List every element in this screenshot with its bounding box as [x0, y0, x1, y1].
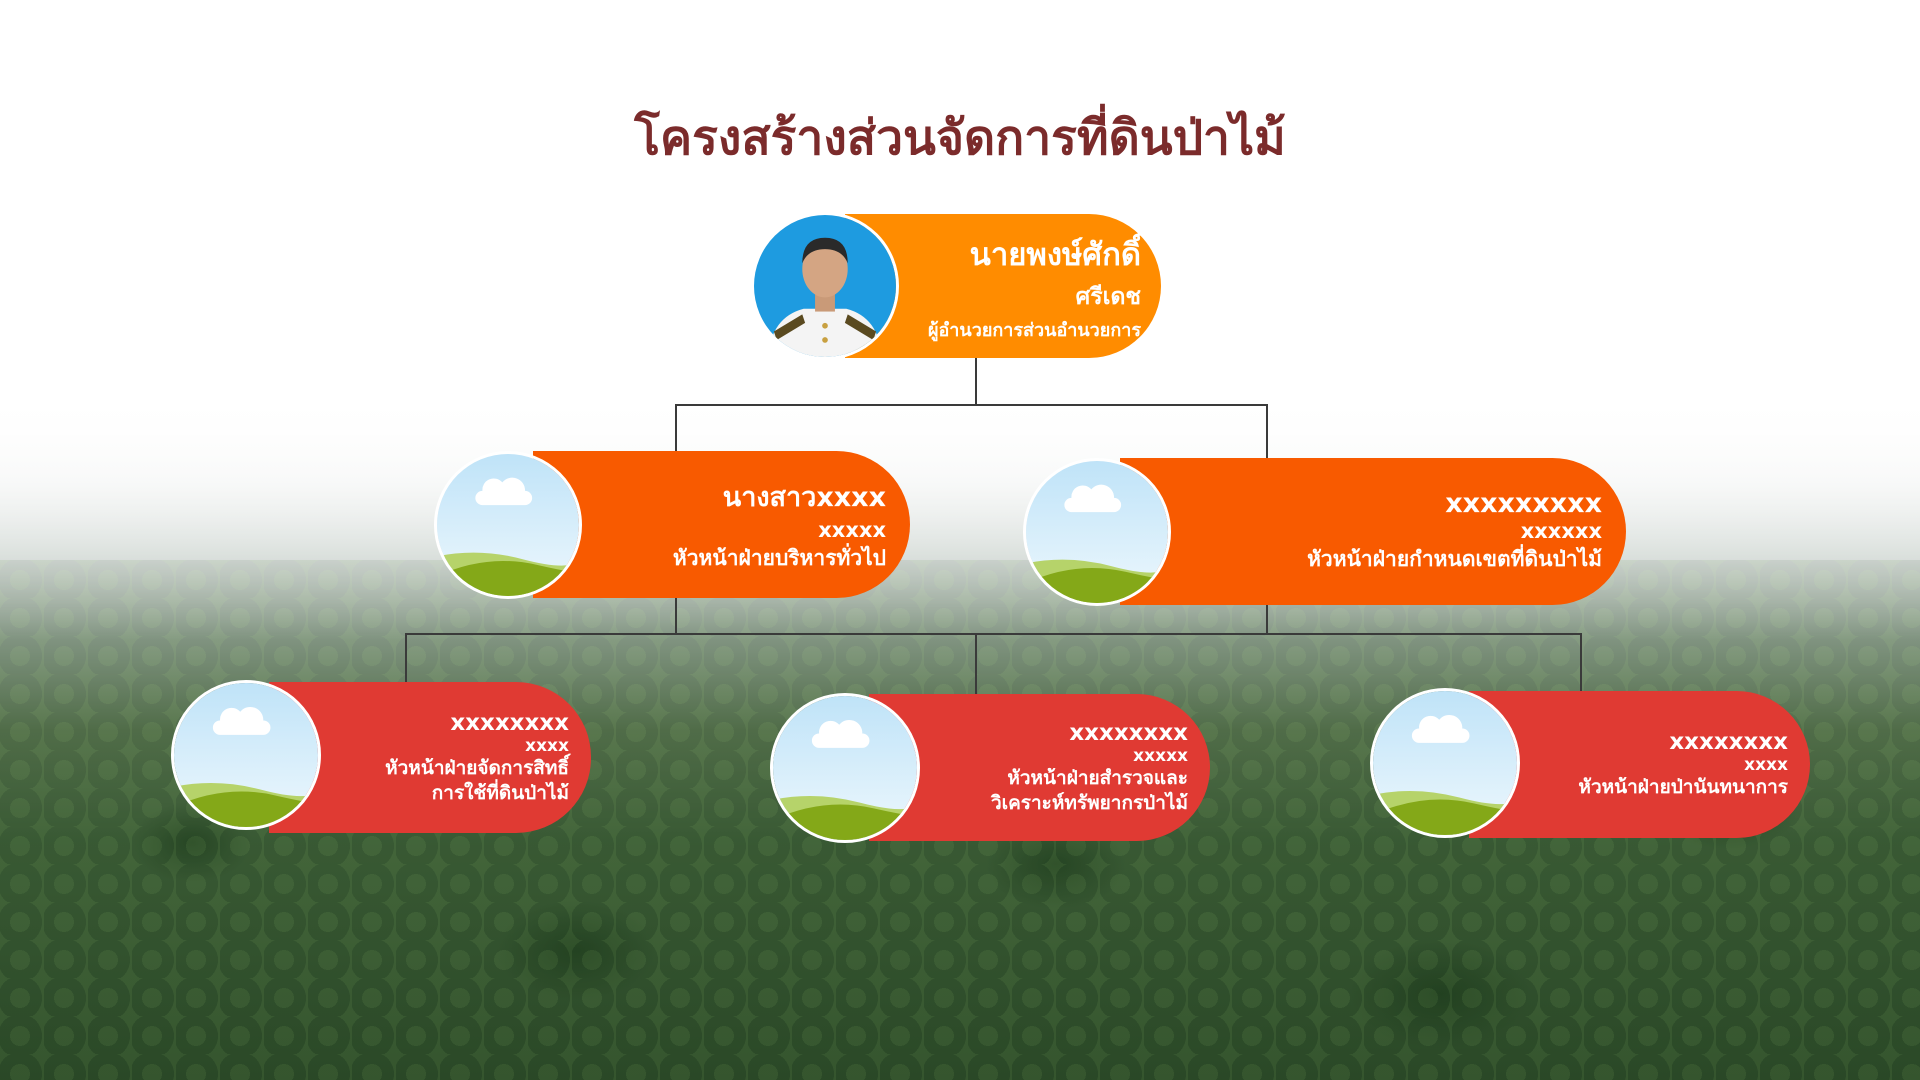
- node-name: นายพงษ์ศักดิ์: [969, 236, 1141, 273]
- connector-line: [1266, 404, 1268, 459]
- node-card: นายพงษ์ศักดิ์ศรีเดชผู้อำนวยการส่วนอำนวยก…: [845, 214, 1161, 358]
- node-surname: xxxxxx: [1520, 518, 1602, 543]
- fog-overlay: [0, 380, 1920, 640]
- connector-line: [975, 358, 977, 405]
- node-position: หัวหน้าฝ่ายจัดการสิทธิ์ การใช้ที่ดินป่าไ…: [385, 756, 569, 804]
- node-surname: xxxx: [1744, 755, 1788, 776]
- avatar-photo: [751, 212, 899, 360]
- connector-line: [405, 633, 1582, 635]
- node-name: xxxxxxxxx: [1445, 487, 1602, 519]
- node-name: xxxxxxxx: [1669, 729, 1788, 756]
- node-surname: xxxxx: [1133, 745, 1188, 766]
- connector-line: [675, 404, 677, 452]
- page-title: โครงสร้างส่วนจัดการที่ดินป่าไม้: [634, 110, 1286, 166]
- node-position: ผู้อำนวยการส่วนอำนวยการ: [927, 319, 1141, 341]
- node-name: xxxxxxxx: [450, 709, 569, 736]
- avatar-placeholder-icon: [1370, 688, 1520, 838]
- connector-line: [1580, 633, 1582, 692]
- node-surname: ศรีเดช: [1075, 283, 1141, 310]
- connector-line: [675, 598, 677, 634]
- node-position: หัวหน้าฝ่ายป่านันทนาการ: [1578, 776, 1788, 799]
- node-position: หัวหน้าฝ่ายกำหนดเขตที่ดินป่าไม้: [1307, 546, 1602, 571]
- avatar-placeholder-icon: [171, 680, 321, 830]
- connector-line: [676, 404, 1268, 406]
- connector-line: [975, 633, 977, 695]
- avatar-placeholder-icon: [1023, 458, 1171, 606]
- avatar-placeholder-icon: [434, 451, 582, 599]
- connector-line: [1266, 605, 1268, 634]
- node-position: หัวหน้าฝ่ายบริหารทั่วไป: [672, 545, 886, 570]
- connector-line: [405, 633, 407, 683]
- node-surname: xxxxx: [818, 517, 886, 542]
- node-name: นางสาวxxxx: [722, 481, 886, 513]
- node-surname: xxxx: [525, 735, 569, 756]
- node-position: หัวหน้าฝ่ายสำรวจและ วิเคราะห์ทรัพยากรป่า…: [990, 766, 1188, 814]
- node-card: นางสาวxxxx xxxxx หัวหน้าฝ่ายบริหารทั่วไป: [533, 451, 910, 598]
- node-name: xxxxxxxx: [1069, 719, 1188, 746]
- avatar-placeholder-icon: [770, 693, 920, 843]
